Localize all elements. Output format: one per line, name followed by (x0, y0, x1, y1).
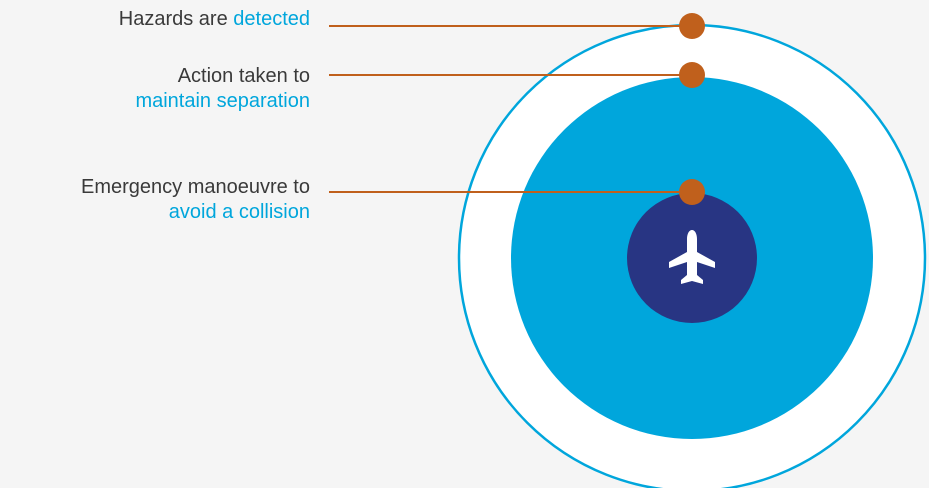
connector-dot-detected (679, 13, 705, 39)
connector-dot-separation (679, 62, 705, 88)
label-maintain-separation-highlight: maintain separation (135, 90, 310, 112)
airplane-icon (669, 230, 715, 284)
label-avoid-collision: Emergency manoeuvre to avoid a collision (81, 175, 310, 225)
label-maintain-separation: Action taken to maintain separation (135, 64, 310, 114)
connector-dot-collision (679, 179, 705, 205)
label-hazards-detected-prefix: Hazards are (118, 8, 234, 30)
label-hazards-detected-highlight: detected (233, 8, 310, 30)
label-maintain-separation-line1: Action taken to (177, 65, 310, 87)
label-avoid-collision-highlight: avoid a collision (168, 201, 310, 223)
label-hazards-detected: Hazards are detected (119, 7, 310, 32)
label-avoid-collision-line1: Emergency manoeuvre to (80, 176, 310, 198)
